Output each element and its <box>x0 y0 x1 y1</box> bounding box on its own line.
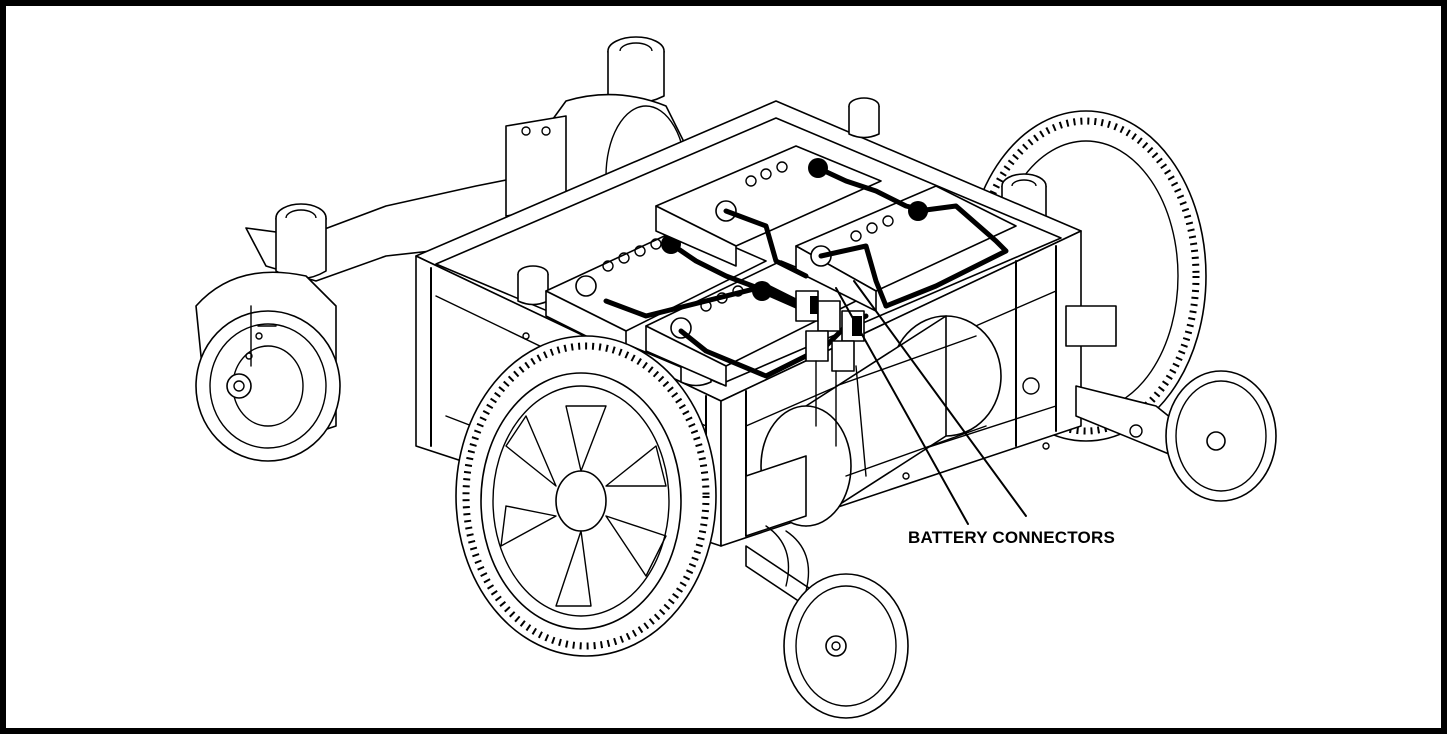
rear-caster-left <box>195 175 527 462</box>
callout-leader-lines <box>835 280 1027 525</box>
anti-tip-wheel-front <box>745 455 909 719</box>
battery-connectors <box>795 290 867 477</box>
callout-label-battery-connectors: BATTERY CONNECTORS <box>908 528 1115 547</box>
power-base-line-drawing <box>195 36 1277 719</box>
anti-tip-wheel-right <box>1065 305 1277 502</box>
battery-cables <box>603 165 1009 379</box>
drive-wheel-left <box>455 335 717 657</box>
